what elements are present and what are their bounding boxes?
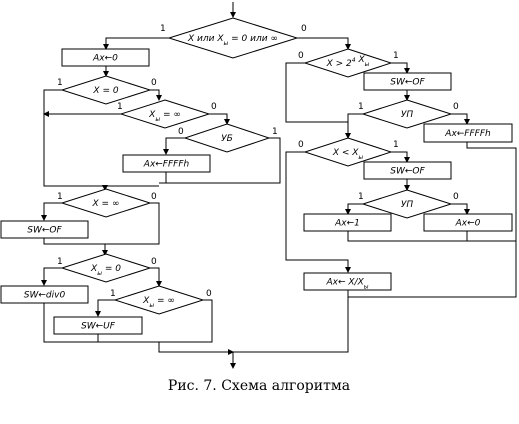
connector-top-no bbox=[297, 37, 351, 50]
decision-up-1: УП bbox=[361, 99, 453, 129]
branch-label-up1-yes: 1 bbox=[358, 102, 364, 112]
process-ax-minus-1: Ax←1 bbox=[303, 213, 392, 232]
svg-text:X = ∞: X = ∞ bbox=[92, 199, 120, 209]
svg-text:Ax←FFFFh: Ax←FFFFh bbox=[143, 160, 190, 170]
svg-text:Ax← X/Xы: Ax← X/Xы bbox=[326, 278, 369, 291]
svg-text:Xы = ∞: Xы = ∞ bbox=[148, 110, 181, 123]
connector-top-yes bbox=[103, 37, 170, 50]
connector-up2-no bbox=[451, 203, 470, 215]
svg-text:УП: УП bbox=[401, 110, 413, 120]
connector-axffffr-down bbox=[348, 142, 517, 298]
svg-text:Ax←0: Ax←0 bbox=[455, 219, 481, 229]
connector-xy0-no bbox=[150, 267, 162, 287]
branch-label-up2-yes: 1 bbox=[358, 192, 364, 202]
branch-label-xyinf-no: 0 bbox=[211, 102, 217, 112]
connector-up1-yes bbox=[347, 113, 364, 122]
svg-text:SW←UF: SW←UF bbox=[81, 322, 116, 332]
decision-up-2: УП bbox=[361, 189, 453, 219]
svg-text:УБ: УБ bbox=[221, 134, 233, 144]
process-sw-of-right-2: SW←OF bbox=[363, 161, 452, 180]
branch-label-xinf-no: 0 bbox=[151, 192, 157, 202]
decision-xy-eq-0: Xы = 0 bbox=[60, 253, 152, 283]
decision-x-eq-0: X = 0 bbox=[60, 75, 152, 105]
connector-x0-no bbox=[150, 89, 162, 101]
connector-axm1-down bbox=[347, 231, 516, 242]
connector-x0-yes bbox=[43, 89, 159, 187]
branch-label-ub-yes: 1 bbox=[272, 127, 278, 137]
svg-text:Ax←FFFFh: Ax←FFFFh bbox=[444, 129, 491, 139]
branch-label-xyinf2-yes: 1 bbox=[110, 289, 116, 299]
connector-xy0-yes bbox=[41, 267, 62, 286]
svg-text:X = 0: X = 0 bbox=[92, 86, 118, 96]
branch-label-r1-yes: 1 bbox=[393, 51, 399, 61]
connector-xyinf2-yes bbox=[95, 299, 115, 317]
process-ax-0-top: Ax←0 bbox=[61, 48, 150, 67]
branch-label-xy0-yes: 1 bbox=[57, 257, 63, 267]
decision-xy-eq-inf-2: Xы = ∞ bbox=[113, 285, 205, 315]
branch-label-xyinf-yes: 1 bbox=[117, 102, 123, 112]
connector-left-collector bbox=[158, 342, 234, 355]
process-sw-uf: SW←UF bbox=[53, 316, 143, 335]
decision-x-eq-inf: X = ∞ bbox=[60, 188, 152, 218]
process-ax-ffffh-right: Ax←FFFFh bbox=[423, 123, 513, 143]
branch-label-up1-no: 0 bbox=[453, 102, 459, 112]
svg-text:X < Xы: X < Xы bbox=[332, 148, 364, 161]
svg-text:SW←OF: SW←OF bbox=[27, 226, 62, 236]
svg-text:Ax←0: Ax←0 bbox=[92, 54, 118, 64]
figure-caption: Рис. 7. Схема алгоритма bbox=[168, 378, 350, 394]
branch-label-x0-no: 0 bbox=[151, 78, 157, 88]
decision-x-gt-range: X > 24 Xы bbox=[303, 48, 393, 78]
branch-label-xyinf2-no: 0 bbox=[206, 289, 212, 299]
branch-label-x0-yes: 1 bbox=[57, 78, 63, 88]
decision-ub: УБ bbox=[183, 123, 271, 153]
branch-label-top-no: 0 bbox=[301, 24, 307, 34]
process-ax-0-right: Ax←0 bbox=[423, 213, 513, 232]
connector-r2-yes bbox=[391, 151, 410, 163]
connector-swof-to-xy0 bbox=[43, 238, 108, 256]
connector-xyinf-no bbox=[208, 113, 230, 125]
svg-text:Xы = ∞: Xы = ∞ bbox=[142, 296, 175, 309]
branch-label-top-yes: 1 bbox=[160, 24, 166, 34]
connector-up1-no bbox=[451, 113, 470, 125]
branch-label-ub-no: 0 bbox=[178, 127, 184, 137]
decision-xy-eq-inf: Xы = ∞ bbox=[119, 99, 211, 129]
connector-r1-yes bbox=[391, 62, 410, 74]
connector-xinf-yes bbox=[41, 202, 62, 221]
connector-up2-yes bbox=[345, 203, 364, 215]
connector-xinf-no bbox=[105, 202, 160, 245]
connectors bbox=[41, 2, 517, 369]
branch-label-r2-no: 0 bbox=[298, 140, 304, 150]
decision-top: X или Xы = 0 или ∞ bbox=[167, 17, 299, 59]
branch-label-xy0-no: 0 bbox=[151, 257, 157, 267]
process-ax-div: Ax← X/Xы bbox=[303, 272, 392, 291]
svg-text:УП: УП bbox=[401, 200, 413, 210]
svg-text:X или Xы = 0 или ∞: X или Xы = 0 или ∞ bbox=[187, 34, 278, 47]
connector-div0-down bbox=[43, 303, 159, 343]
svg-text:Ax←1: Ax←1 bbox=[334, 219, 360, 229]
process-sw-of-left: SW←OF bbox=[0, 220, 89, 239]
process-sw-div0: SW←div0 bbox=[0, 285, 89, 304]
branch-label-r1-no: 0 bbox=[298, 51, 304, 61]
process-sw-of-right-1: SW←OF bbox=[363, 72, 452, 91]
branch-label-xinf-yes: 1 bbox=[57, 192, 63, 202]
connector-axdiv-down bbox=[233, 290, 349, 353]
svg-text:Xы = 0: Xы = 0 bbox=[90, 264, 121, 277]
connector-r2-no bbox=[285, 151, 351, 273]
svg-text:SW←div0: SW←div0 bbox=[24, 291, 66, 301]
connector-xyinf2-no bbox=[159, 299, 213, 343]
svg-text:X > 24 Xы: X > 24 Xы bbox=[326, 55, 370, 69]
svg-text:SW←OF: SW←OF bbox=[390, 167, 425, 177]
svg-text:SW←OF: SW←OF bbox=[390, 78, 425, 88]
decision-x-lt-xy: X < Xы bbox=[303, 137, 393, 167]
branch-label-r2-yes: 1 bbox=[393, 140, 399, 150]
connector-ub-no bbox=[163, 137, 186, 155]
connector-r1-no bbox=[285, 62, 351, 139]
branch-label-up2-no: 0 bbox=[453, 192, 459, 202]
connector-ub-yes bbox=[159, 137, 281, 184]
process-ax-ffffh-left: Ax←FFFFh bbox=[122, 154, 211, 173]
